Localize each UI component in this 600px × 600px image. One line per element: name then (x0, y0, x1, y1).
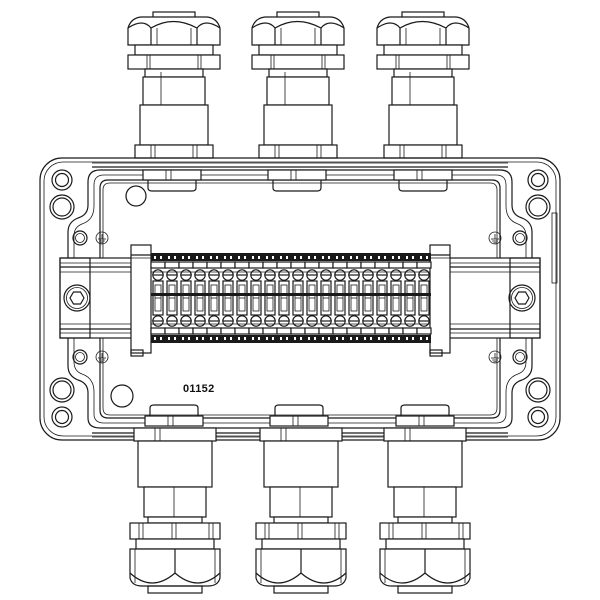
cable-gland-bottom-2 (255, 427, 347, 594)
corner-holes (49, 169, 551, 428)
vent-circle-bottom (110, 384, 134, 408)
cable-gland-bottom-1 (129, 427, 221, 594)
end-stop-left (130, 244, 152, 357)
end-stop-right (429, 244, 451, 357)
mounting-screw-right (508, 284, 536, 312)
vent-circle-top (125, 185, 147, 207)
cable-gland-top-2 (251, 11, 345, 159)
mounting-screw-left (63, 284, 91, 312)
part-number-label: 01152 (183, 383, 215, 395)
cable-gland-top-1 (127, 11, 221, 159)
gland-flange-inner-top (142, 169, 453, 192)
ground-symbol-bottom-left (95, 350, 109, 364)
gland-flange-inner-bottom (144, 404, 455, 427)
ground-symbol-top-left (95, 231, 109, 245)
cable-gland-top-3 (376, 11, 470, 159)
ground-symbol-bottom-right (488, 350, 502, 364)
ground-symbol-top-right (488, 231, 502, 245)
cable-gland-bottom-3 (379, 427, 471, 594)
